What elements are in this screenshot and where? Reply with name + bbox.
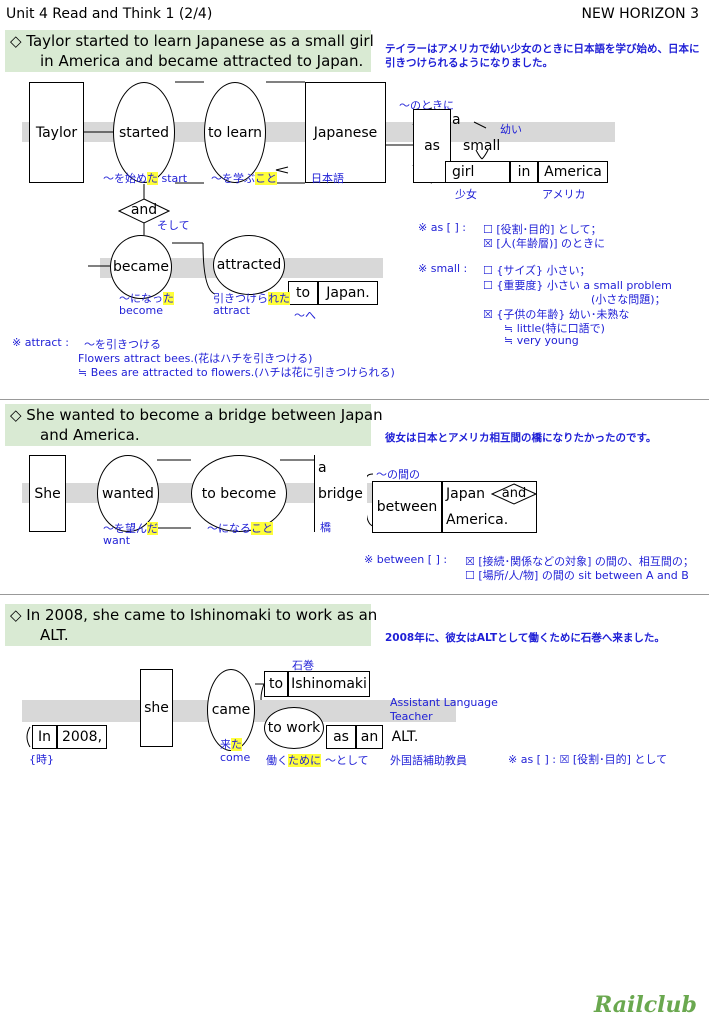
gloss-he: 〜へ <box>294 309 316 322</box>
gloss-became: 〜になった <box>119 292 174 305</box>
note-small-item-6: ≒ very young <box>504 334 579 347</box>
word-girl: girl <box>445 161 510 183</box>
word-ishinomaki: Ishinomaki <box>288 671 370 697</box>
word-as-1: as <box>413 109 451 183</box>
gloss-to-learn: 〜を学ぶこと <box>211 172 277 185</box>
note-attract-heading: ※ attract : <box>12 336 69 349</box>
translation-3: 2008年に、彼女はALTとして働くために石巻へ来ました。 <box>385 632 665 644</box>
word-in-1: in <box>510 161 538 183</box>
sentence-band-3 <box>5 604 371 646</box>
note-as-3: ※ as [ ] : ☒ [役割･目的] として <box>508 753 668 766</box>
word-bridge: bridge <box>318 486 363 502</box>
note-small-item-3: (小さな問題)； <box>591 293 666 306</box>
note-attract-item-1: 〜を引きつける <box>84 338 161 351</box>
sentence-band-1 <box>5 30 371 72</box>
note-as-item-1: ☐ [役割･目的] として； <box>483 223 602 236</box>
word-to-3: to <box>264 671 288 697</box>
word-alt: ALT. <box>383 725 427 749</box>
gloss-gaikokugo: 外国語補助教員 <box>390 754 467 767</box>
gloss-no-tokini: 〜のときに <box>399 99 454 112</box>
note-small-item-1: ☐ {サイズ} 小さい； <box>483 264 591 277</box>
note-attract-item-2: Flowers attract bees.(花はハチを引きつける) <box>78 352 313 365</box>
word-she-3: she <box>140 669 173 747</box>
gloss-attract: attract <box>213 304 250 317</box>
gloss-ishinomaki: 石巻 <box>292 659 314 672</box>
note-between-heading: ※ between [ ] : <box>364 553 448 566</box>
gloss-nihongo: 日本語 <box>311 172 344 185</box>
gloss-came: 来た <box>220 738 242 751</box>
note-between-item-2: ☐ [場所/人/物] の間の sit between A and B <box>465 569 689 582</box>
word-a-2: a <box>318 460 327 476</box>
gloss-become: become <box>119 304 164 317</box>
word-to-work: to work <box>264 707 324 749</box>
header-book: NEW HORIZON 3 <box>581 6 699 22</box>
sentence-3-line2: ALT. <box>40 626 69 644</box>
word-to-1: to <box>288 281 318 305</box>
word-taylor: Taylor <box>29 82 84 183</box>
divider-2 <box>0 594 709 595</box>
sentence-band-2 <box>5 404 371 446</box>
gloss-soshite: そして <box>157 219 190 232</box>
gloss-want: want <box>103 534 131 547</box>
sentence-2-line1: ◇ She wanted to become a bridge between … <box>10 406 383 424</box>
gloss-osanai: 幼い <box>500 123 522 136</box>
sentence-1-line2: in America and became attracted to Japan… <box>40 52 364 70</box>
note-between-item-1: ☒ [接続･関係などの対象] の間の、相互間の； <box>465 555 694 568</box>
word-a-1: a <box>452 112 461 128</box>
word-she-2: She <box>29 455 66 532</box>
word-in-3: In <box>32 725 57 749</box>
gloss-shojo: 少女 <box>455 188 477 201</box>
translation-2: 彼女は日本とアメリカ相互間の橋になりたかったのです。 <box>385 432 657 444</box>
gloss-toki: {時} <box>29 753 54 766</box>
gloss-alt-line1: Assistant Language <box>390 696 498 709</box>
word-between: between <box>372 481 442 533</box>
word-japan-2: Japan <box>446 486 486 502</box>
note-as-item-2: ☒ [人(年齢層)] のときに <box>483 237 606 250</box>
gloss-come: come <box>220 751 251 764</box>
word-america-1: America <box>538 161 608 183</box>
word-became: became <box>110 235 172 299</box>
railclub-logo: Railclub <box>594 992 697 1018</box>
gloss-attracted: 引きつけられた <box>213 292 290 305</box>
gloss-to-become: 〜になること <box>207 522 273 535</box>
word-to-become: to become <box>191 455 287 532</box>
word-small: small <box>463 138 501 154</box>
sentence-3-line1: ◇ In 2008, she came to Ishinomaki to wor… <box>10 606 378 624</box>
sentence-2-line2: and America. <box>40 426 140 444</box>
note-small-heading: ※ small : <box>418 262 468 275</box>
word-to-learn: to learn <box>204 82 266 183</box>
gloss-to-work: 働くために <box>266 754 321 767</box>
gloss-alt-line2: Teacher <box>390 710 433 723</box>
word-2008: 2008, <box>57 725 107 749</box>
translation-1-line1: テイラーはアメリカで幼い少女のときに日本語を学び始め、日本に <box>385 43 700 55</box>
gloss-wanted: 〜を望んだ <box>103 522 158 535</box>
word-started: started <box>113 82 175 183</box>
note-small-item-4: ☒ {子供の年齢} 幼い･未熟な <box>483 308 630 321</box>
note-small-item-5: ≒ little(特に口語で) <box>504 322 605 335</box>
note-small-item-2: ☐ {重要度} 小さい a small problem <box>483 279 672 292</box>
gloss-no-aida: 〜の間の <box>376 468 420 481</box>
note-as-heading-1: ※ as [ ] : <box>418 221 466 234</box>
word-japanese: Japanese <box>305 82 386 183</box>
gloss-started: 〜を始めた start <box>103 172 188 185</box>
header-title: Unit 4 Read and Think 1 (2/4) <box>6 6 213 22</box>
conjunction-and-2: and <box>491 483 537 505</box>
word-bridge-box <box>314 455 367 532</box>
word-came: came <box>207 669 255 751</box>
gloss-toshite: 〜として <box>325 754 369 767</box>
word-america-2: America. <box>446 512 509 528</box>
note-attract-item-3: ≒ Bees are attracted to flowers.(ハチは花に引き… <box>78 366 395 379</box>
gloss-amerika: アメリカ <box>542 188 586 201</box>
word-as-3: as <box>326 725 356 749</box>
translation-1-line2: 引きつけられるようになりました。 <box>385 57 553 69</box>
conjunction-and-1: and <box>118 198 170 224</box>
word-japan-1: Japan. <box>318 281 378 305</box>
word-an: an <box>356 725 383 749</box>
divider-1 <box>0 399 709 400</box>
sentence-1-line1: ◇ Taylor started to learn Japanese as a … <box>10 32 374 50</box>
gloss-hashi: 橋 <box>320 521 331 534</box>
word-wanted: wanted <box>97 455 159 532</box>
word-attracted: attracted <box>213 235 285 295</box>
